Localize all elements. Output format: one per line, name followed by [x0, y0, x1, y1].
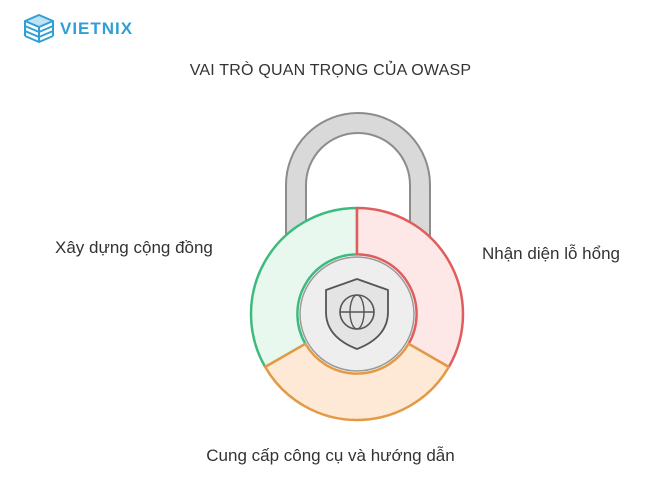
- label-tools: Cung cấp công cụ và hướng dẫn: [206, 446, 455, 465]
- lock-shackle: [285, 112, 431, 241]
- label-community: Xây dựng cộng đồng: [55, 238, 213, 257]
- brand-name: VIETNIX: [60, 19, 134, 38]
- server-stack-icon: [24, 14, 54, 43]
- segment-community: [249, 206, 359, 369]
- shield-globe-icon: [325, 278, 389, 350]
- segment-tools: [263, 342, 451, 422]
- brand: VIETNIX: [22, 12, 133, 46]
- segment-vulnerability: [355, 206, 465, 369]
- label-vulnerability: Nhận diện lỗ hổng: [482, 244, 621, 263]
- diagram-title: VAI TRÒ QUAN TRỌNG CỦA OWASP: [189, 62, 472, 79]
